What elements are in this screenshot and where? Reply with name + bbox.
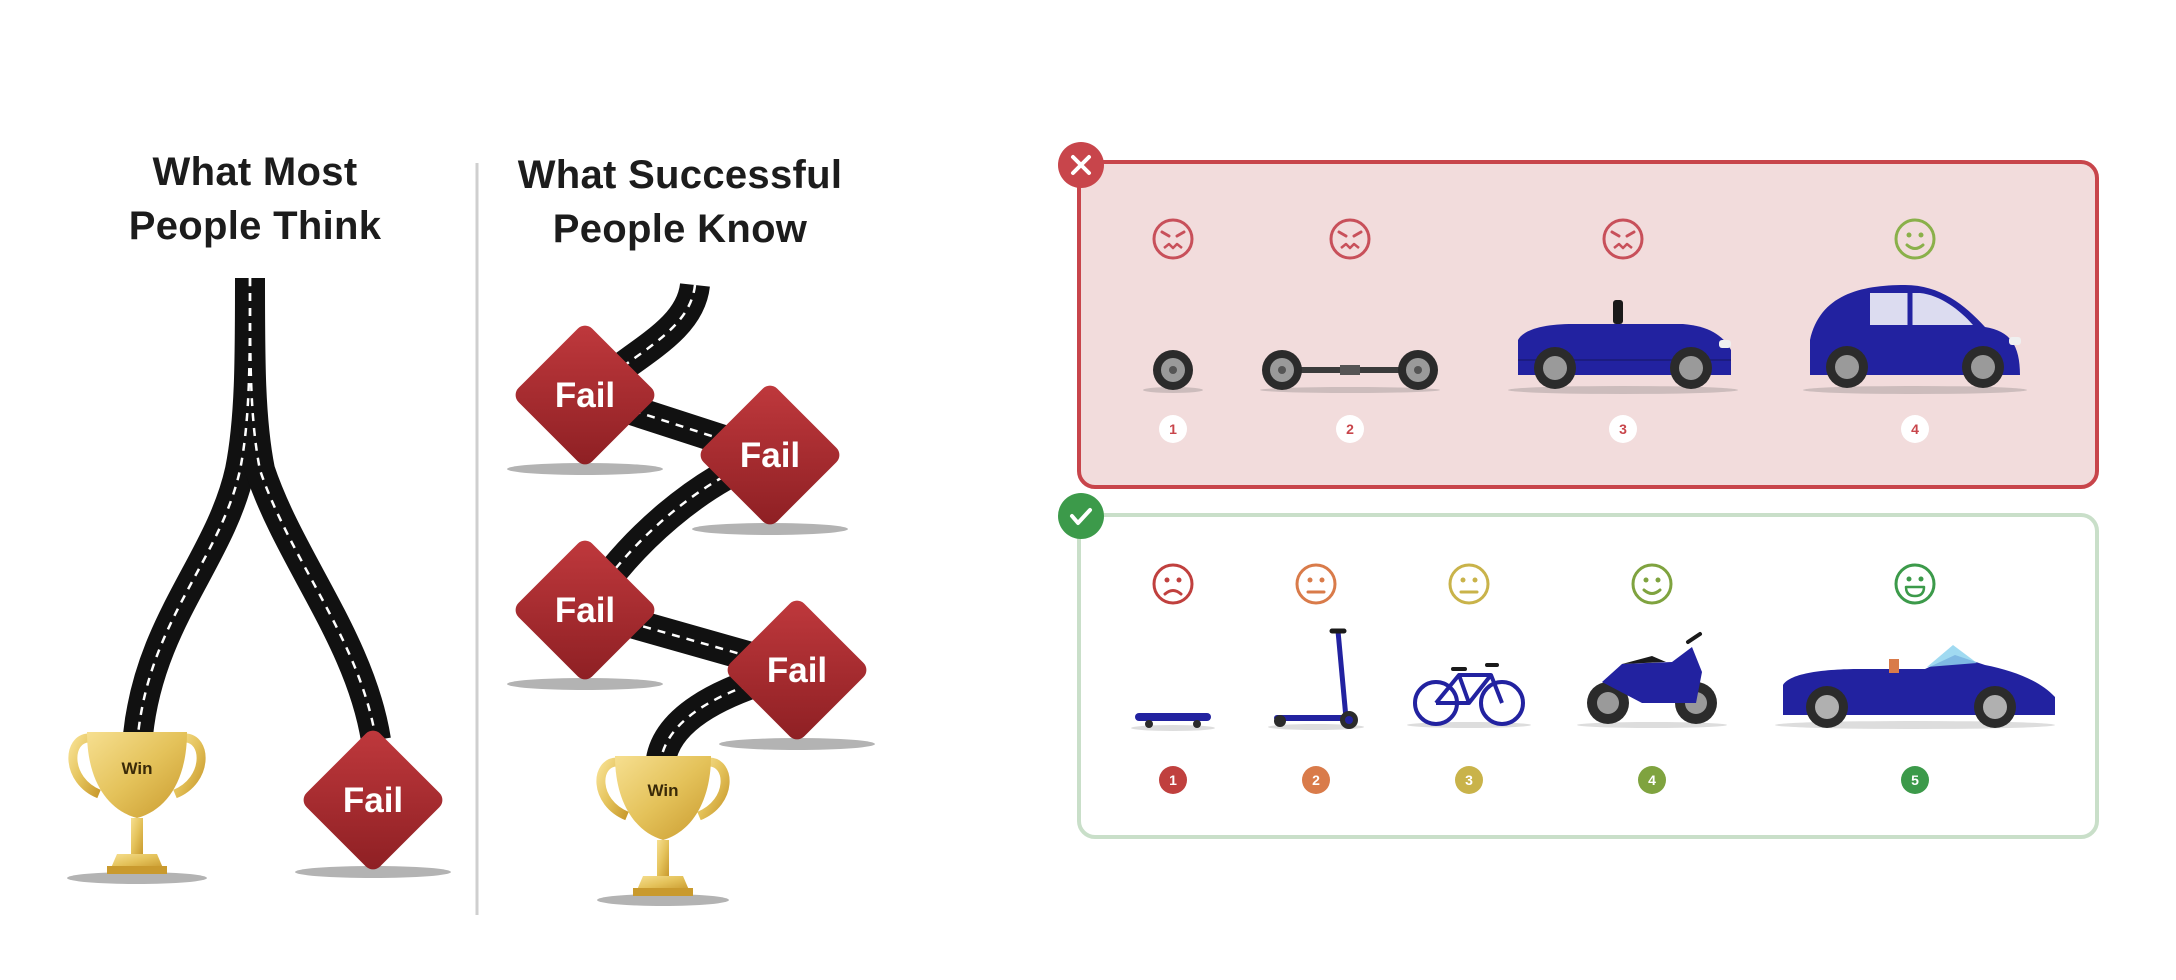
trophy-icon: Win bbox=[596, 756, 730, 906]
fail-label: Fail bbox=[555, 591, 615, 630]
angry-face-icon bbox=[1329, 218, 1371, 260]
hatchback-car-icon bbox=[1803, 285, 2027, 394]
road-split bbox=[123, 277, 391, 743]
wrong-way-panel: 1 2 bbox=[1058, 142, 2099, 489]
convertible-car-icon bbox=[1508, 300, 1738, 394]
wrong-step-3: 3 bbox=[1508, 218, 1738, 443]
heading-line-1: What Most bbox=[152, 150, 358, 194]
win-label: Win bbox=[647, 781, 678, 800]
step-number-badge: 4 bbox=[1901, 415, 1929, 443]
right-step-1: 1 bbox=[1131, 563, 1215, 794]
motorcycle-icon bbox=[1577, 632, 1727, 728]
sad-face-icon bbox=[1152, 563, 1194, 605]
trophy-icon: Win bbox=[67, 732, 207, 884]
step-number-badge: 2 bbox=[1302, 766, 1330, 794]
fail-diamond: Fail bbox=[692, 385, 848, 535]
step-number-badge: 3 bbox=[1609, 415, 1637, 443]
fail-label: Fail bbox=[767, 651, 827, 690]
right-step-5: 5 bbox=[1775, 563, 2055, 794]
neutral-face-icon bbox=[1295, 563, 1337, 605]
heading-line-1: What Successful bbox=[517, 153, 843, 197]
smile-face-icon bbox=[1631, 563, 1673, 605]
heading-what-most-people-think: What Most People Think bbox=[100, 145, 410, 253]
success-path-diagram: Win Fail Fail Fail Fail Fail bbox=[67, 163, 875, 915]
angry-face-icon bbox=[1602, 218, 1644, 260]
heading-line-2: People Know bbox=[552, 207, 808, 251]
step-number-badge: 4 bbox=[1638, 766, 1666, 794]
right-step-4: 4 bbox=[1577, 563, 1727, 794]
skateboard-icon bbox=[1131, 713, 1215, 731]
step-number: 5 bbox=[1911, 772, 1919, 788]
scooter-icon bbox=[1268, 628, 1364, 730]
fail-label: Fail bbox=[343, 781, 403, 820]
step-number-badge: 1 bbox=[1159, 415, 1187, 443]
fail-diamond: Fail bbox=[507, 325, 663, 475]
step-number-badge: 1 bbox=[1159, 766, 1187, 794]
x-icon bbox=[1058, 142, 1104, 188]
win-label: Win bbox=[121, 759, 152, 778]
right-step-2: 2 bbox=[1268, 563, 1364, 794]
step-number-badge: 3 bbox=[1455, 766, 1483, 794]
neutral-face-icon bbox=[1448, 563, 1490, 605]
fail-diamond: Fail bbox=[507, 540, 663, 690]
axle-icon bbox=[1260, 350, 1440, 393]
step-number: 1 bbox=[1169, 772, 1177, 788]
check-icon bbox=[1058, 493, 1104, 539]
step-number: 1 bbox=[1169, 421, 1177, 437]
right-step-3: 3 bbox=[1407, 563, 1531, 794]
heading-what-successful-people-know: What Successful People Know bbox=[500, 148, 860, 256]
step-number: 4 bbox=[1648, 772, 1656, 788]
step-number-badge: 5 bbox=[1901, 766, 1929, 794]
angry-face-icon bbox=[1152, 218, 1194, 260]
sports-car-icon bbox=[1775, 645, 2055, 729]
fail-diamond: Fail bbox=[719, 600, 875, 750]
bicycle-icon bbox=[1407, 663, 1531, 728]
step-number: 2 bbox=[1346, 421, 1354, 437]
step-number: 4 bbox=[1911, 421, 1919, 437]
wheel-icon bbox=[1143, 350, 1203, 393]
step-number: 2 bbox=[1312, 772, 1320, 788]
heading-line-2: People Think bbox=[128, 204, 382, 248]
right-way-panel: 1 2 bbox=[1058, 493, 2099, 839]
wrong-step-4: 4 bbox=[1803, 218, 2027, 443]
fail-label: Fail bbox=[740, 436, 800, 475]
wrong-step-1: 1 bbox=[1143, 218, 1203, 443]
happy-face-icon bbox=[1894, 218, 1936, 260]
wrong-step-2: 2 bbox=[1260, 218, 1440, 443]
step-number-badge: 2 bbox=[1336, 415, 1364, 443]
fail-label: Fail bbox=[555, 376, 615, 415]
step-number: 3 bbox=[1465, 772, 1473, 788]
road-winding bbox=[570, 282, 812, 772]
fail-diamond: Fail bbox=[295, 730, 451, 878]
step-number: 3 bbox=[1619, 421, 1627, 437]
grin-face-icon bbox=[1894, 563, 1936, 605]
